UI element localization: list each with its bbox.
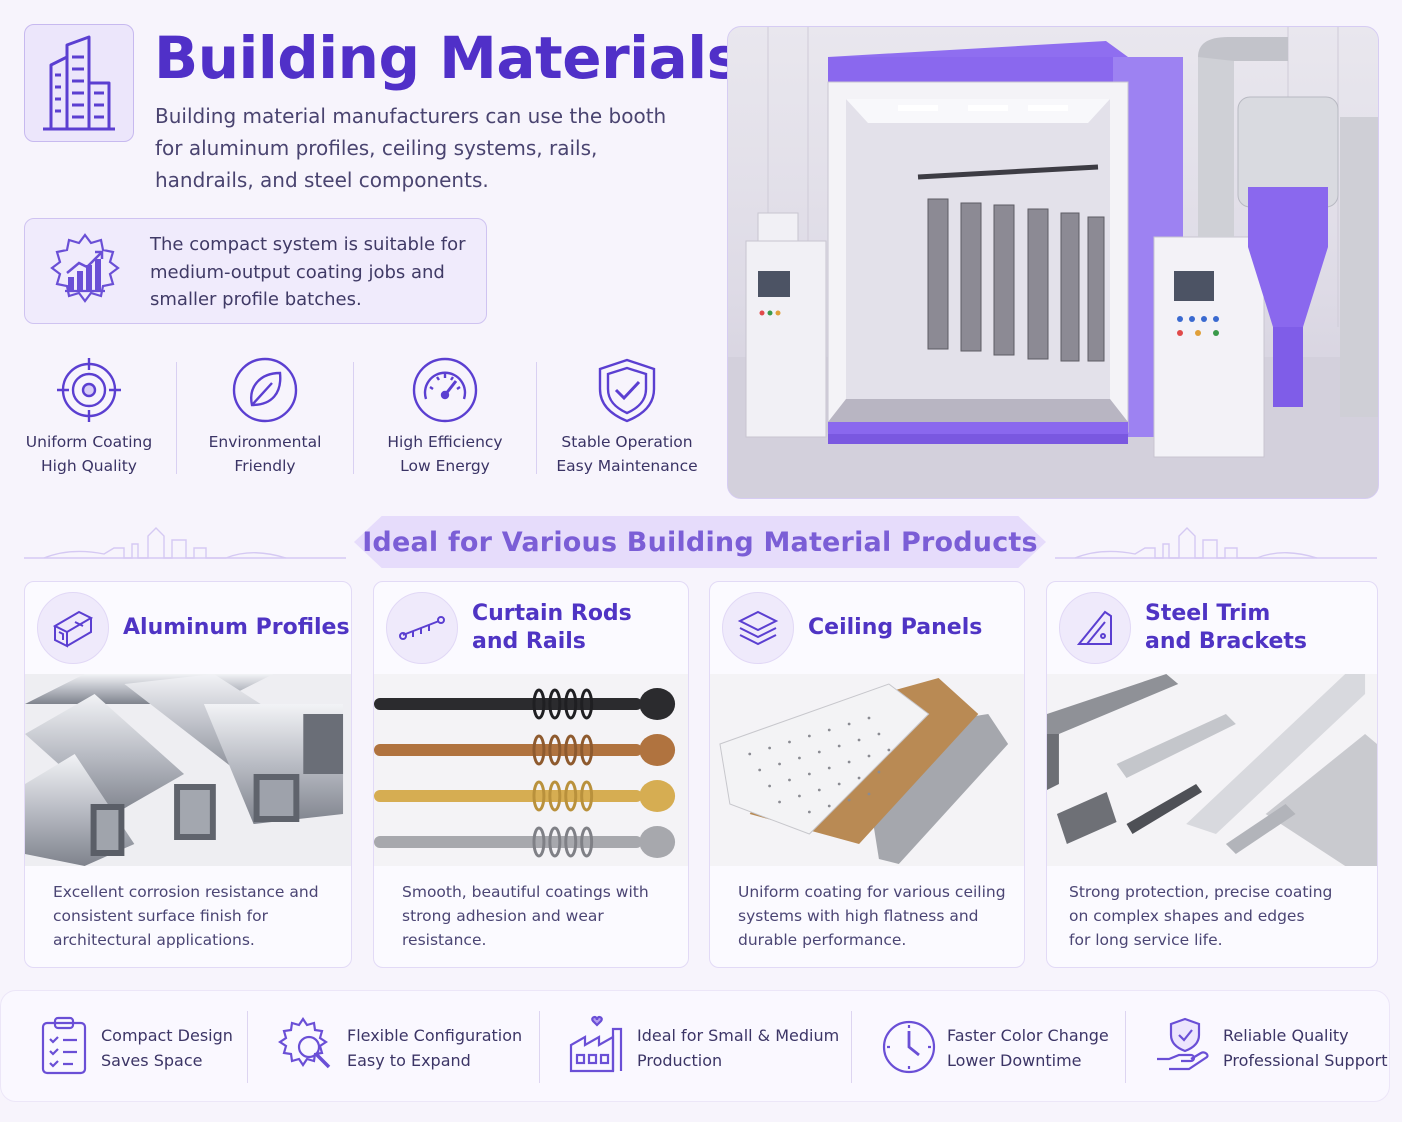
- feature-environmental: Environmental Friendly: [190, 354, 340, 478]
- feature-line2: High Quality: [41, 457, 137, 475]
- compact-system-text: The compact system is suitable for mediu…: [150, 234, 466, 310]
- feature-efficiency: High Efficiency Low Energy: [366, 354, 524, 478]
- building-icon: [24, 24, 134, 142]
- ceiling-panels-photo: [710, 674, 1024, 866]
- feature-row: Uniform Coating High Quality Environment…: [14, 354, 714, 478]
- hand-shield-icon: [1157, 1017, 1209, 1071]
- feature-line1: High Efficiency: [387, 433, 503, 451]
- powder-coating-booth-image: [727, 26, 1379, 499]
- feature-line2: Low Energy: [400, 457, 490, 475]
- page-title: Building Materials: [154, 24, 741, 92]
- feature-line1: Uniform Coating: [25, 433, 153, 451]
- layers-icon: [722, 592, 794, 664]
- skyline-right-decoration: [1055, 527, 1377, 559]
- card-title: Aluminum Profiles: [123, 615, 350, 640]
- products-banner: Ideal for Various Building Material Prod…: [354, 516, 1046, 568]
- gear-chart-icon: [50, 233, 120, 303]
- feature-line2: Easy Maintenance: [556, 457, 698, 475]
- card-title: Ceiling Panels: [808, 615, 983, 640]
- gear-search-icon: [278, 1017, 331, 1069]
- feature-line1: Environmental: [208, 433, 322, 451]
- feature-uniform-coating: Uniform Coating High Quality: [14, 354, 164, 478]
- steel-brackets-photo: [1047, 674, 1377, 866]
- bracket-icon: [1059, 592, 1131, 664]
- aluminum-profiles-photo: [25, 674, 351, 866]
- clipboard-icon: [41, 1016, 87, 1075]
- shield-check-icon: [598, 358, 656, 423]
- target-icon: [57, 358, 121, 422]
- skyline-left-decoration: [24, 527, 346, 559]
- feature-stable-operation: Stable Operation Easy Maintenance: [550, 354, 704, 478]
- factory-icon: [569, 1015, 623, 1073]
- product-card-ceiling-panels[interactable]: Ceiling Panels Uniform coating for vario…: [709, 581, 1025, 968]
- aluminum-profile-icon: [37, 592, 109, 664]
- curtain-rod-icon: [386, 592, 458, 664]
- product-card-aluminum-profiles[interactable]: Aluminum Profiles Excellent corrosion re…: [24, 581, 352, 968]
- curtain-rods-photo: [374, 674, 688, 866]
- feature-line1: Stable Operation: [561, 433, 693, 451]
- compact-system-note: The compact system is suitable for mediu…: [24, 218, 487, 324]
- clock-icon: [882, 1020, 936, 1074]
- leaf-icon: [232, 357, 298, 423]
- page-subtitle: Building material manufacturers can use …: [155, 104, 667, 192]
- gauge-icon: [412, 357, 478, 423]
- feature-line2: Friendly: [234, 457, 296, 475]
